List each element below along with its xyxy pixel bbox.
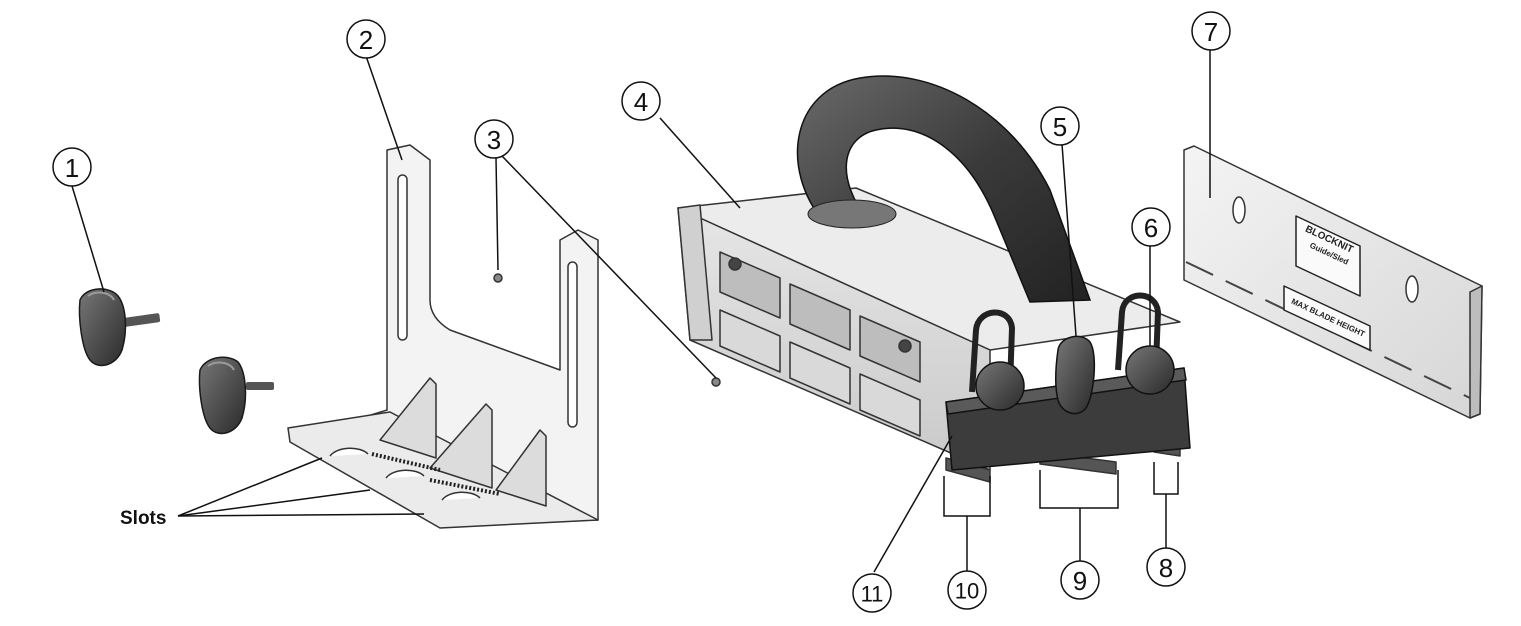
callout-10: 10 <box>947 570 987 610</box>
callout-4: 4 <box>621 81 661 121</box>
sled-handle <box>796 75 1092 303</box>
callout-8-number: 8 <box>1159 553 1173 583</box>
callout-9: 9 <box>1060 560 1100 600</box>
callout-1-number: 1 <box>65 153 79 183</box>
sled-body <box>677 187 1181 483</box>
adjust-knob-left <box>975 361 1025 411</box>
callout-11: 11 <box>852 573 892 613</box>
callout-1: 1 <box>52 147 92 187</box>
callout-2: 2 <box>346 19 386 59</box>
callout-9-number: 9 <box>1073 566 1087 596</box>
callout-5: 5 <box>1040 106 1080 146</box>
callout-11-number: 11 <box>861 582 884 607</box>
adjust-knob-6 <box>1125 345 1175 395</box>
callout-2-number: 2 <box>359 25 373 55</box>
callout-7-number: 7 <box>1204 17 1218 47</box>
callout-5-number: 5 <box>1053 112 1067 142</box>
callout-6: 6 <box>1131 207 1171 247</box>
callout-10-number: 10 <box>955 579 979 604</box>
thumb-screw-2 <box>198 356 274 435</box>
callout-3: 3 <box>474 119 514 159</box>
leader-lines <box>71 48 1211 573</box>
l-bracket <box>287 144 599 529</box>
thumb-screw-1 <box>78 288 161 367</box>
callout-6-number: 6 <box>1144 213 1158 243</box>
callout-3-number: 3 <box>487 125 501 155</box>
adjust-knob-5 <box>1054 335 1096 415</box>
callout-7: 7 <box>1191 11 1231 51</box>
slots-label: Slots <box>120 508 166 529</box>
callout-4-number: 4 <box>634 87 648 117</box>
guard-plate <box>1183 145 1483 419</box>
callout-8: 8 <box>1146 547 1186 587</box>
